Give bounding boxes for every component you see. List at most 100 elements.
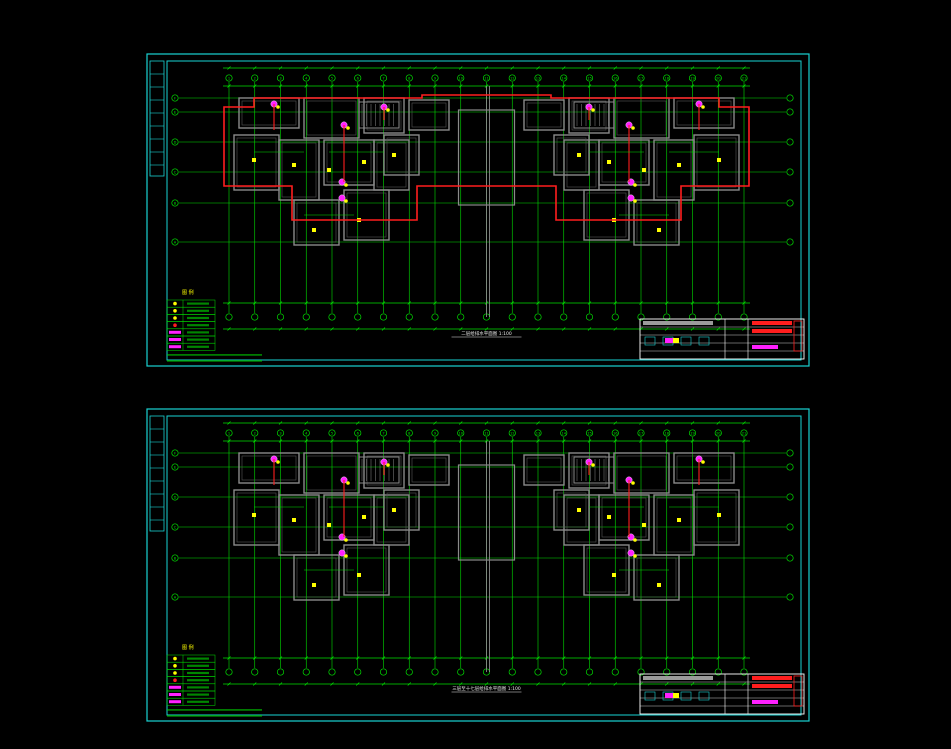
axis-bubble-bottom [457,313,465,321]
room-wall [563,494,600,546]
dimension-tick [253,301,257,305]
dimension-tick [381,682,386,686]
axis-bubble-bottom [276,668,285,676]
dimension-tick [459,66,463,70]
dimension-tick [330,66,334,70]
axis-bubble-top [560,429,568,437]
dimension-tick [716,66,720,70]
dimension-tick [536,327,540,331]
dimension-tick [536,421,540,425]
room-wall [323,139,375,186]
room-wall [523,454,565,486]
room-inner [636,202,677,243]
room-inner [236,137,277,188]
axis-bubble-left [171,463,179,471]
room-wall [238,97,300,129]
axis-bubble-bottom [508,668,516,676]
axis-bubble-top [328,429,336,437]
title-block [639,318,805,360]
axis-bubble-bottom [688,313,697,321]
dimension-tick [665,327,669,331]
axis-bubble-top [457,429,465,437]
axis-number-label: 14 [561,77,566,81]
title-block [639,673,805,715]
axis-bubble-bottom [611,313,619,321]
dimension-tick [587,682,592,686]
valve-marker [252,513,256,517]
dimension-tick [459,682,463,686]
legend-text-stroke [187,309,209,312]
legend: 图 例 [166,289,262,362]
legend-swatch [173,316,177,320]
axis-number-label: 10 [458,432,463,436]
dimension-tick [613,682,617,686]
dimension-tick [407,421,411,425]
room-inner [281,497,317,553]
dimension-tick [639,84,643,88]
legend-swatch [173,671,177,675]
axis-bubble-top [302,74,310,82]
axis-bubble-right [786,593,794,601]
dimension-tick [304,84,308,88]
dimension-tick [381,656,386,660]
legend-text-stroke [187,664,209,667]
room-wall [383,489,420,531]
room-inner [636,557,677,598]
title-block-frame [639,673,805,715]
axis-number-label: 20 [716,77,721,81]
axis-bubble-top [688,74,697,82]
dimension-tick [742,327,746,331]
dimension-tick [639,301,643,305]
dimension-tick [278,439,283,443]
axis-number-label: 9 [434,432,437,436]
axis-number-label: 11 [484,77,489,81]
valve-marker [677,163,681,167]
dimension-tick [459,84,463,88]
dimension-tick [459,327,463,331]
axis-number-label: 15 [587,77,592,81]
dimension-tick [407,84,411,88]
dimension-tick [407,682,411,686]
dimension-tick [253,682,257,686]
axis-bubble-top [534,429,542,437]
dimension-tick [330,421,334,425]
axis-bubble-bottom [560,313,568,321]
valve-marker [577,153,581,157]
room-inner [676,100,732,126]
valve-marker [292,518,296,522]
dimension-tick [356,682,360,686]
pipe-riser-symbol [338,549,346,557]
room-wall [563,139,600,191]
dimension-tick [227,327,231,331]
room-wall [233,134,280,191]
dimension-tick [587,327,592,331]
dimension-tick [510,84,514,88]
valve-marker [642,168,646,172]
axis-number-label: 10 [458,77,463,81]
room-inner [306,100,357,136]
axis-bubble-top [225,74,233,82]
title-block-icon [698,336,710,346]
axis-bubble-bottom [534,313,542,321]
title-block-red-cell [793,675,803,707]
axis-letter-label: E [174,110,177,114]
legend-swatch [169,685,181,689]
dimension-tick [690,84,695,88]
fixture-marker [346,481,350,485]
room-wall [653,139,695,201]
dimension-tick [356,84,360,88]
room-wall [278,139,320,201]
axis-number-label: 3 [279,432,281,436]
axis-number-label: 6 [357,432,360,436]
dimension-tick [227,439,231,443]
axis-number-label: 12 [510,77,515,81]
axis-bubble-bottom [663,668,671,676]
dimension-tick [716,656,720,660]
dimension-tick [304,301,308,305]
dimension-tick [510,682,514,686]
valve-marker [292,163,296,167]
legend-text-stroke [187,671,209,675]
fixture-marker [386,463,390,467]
